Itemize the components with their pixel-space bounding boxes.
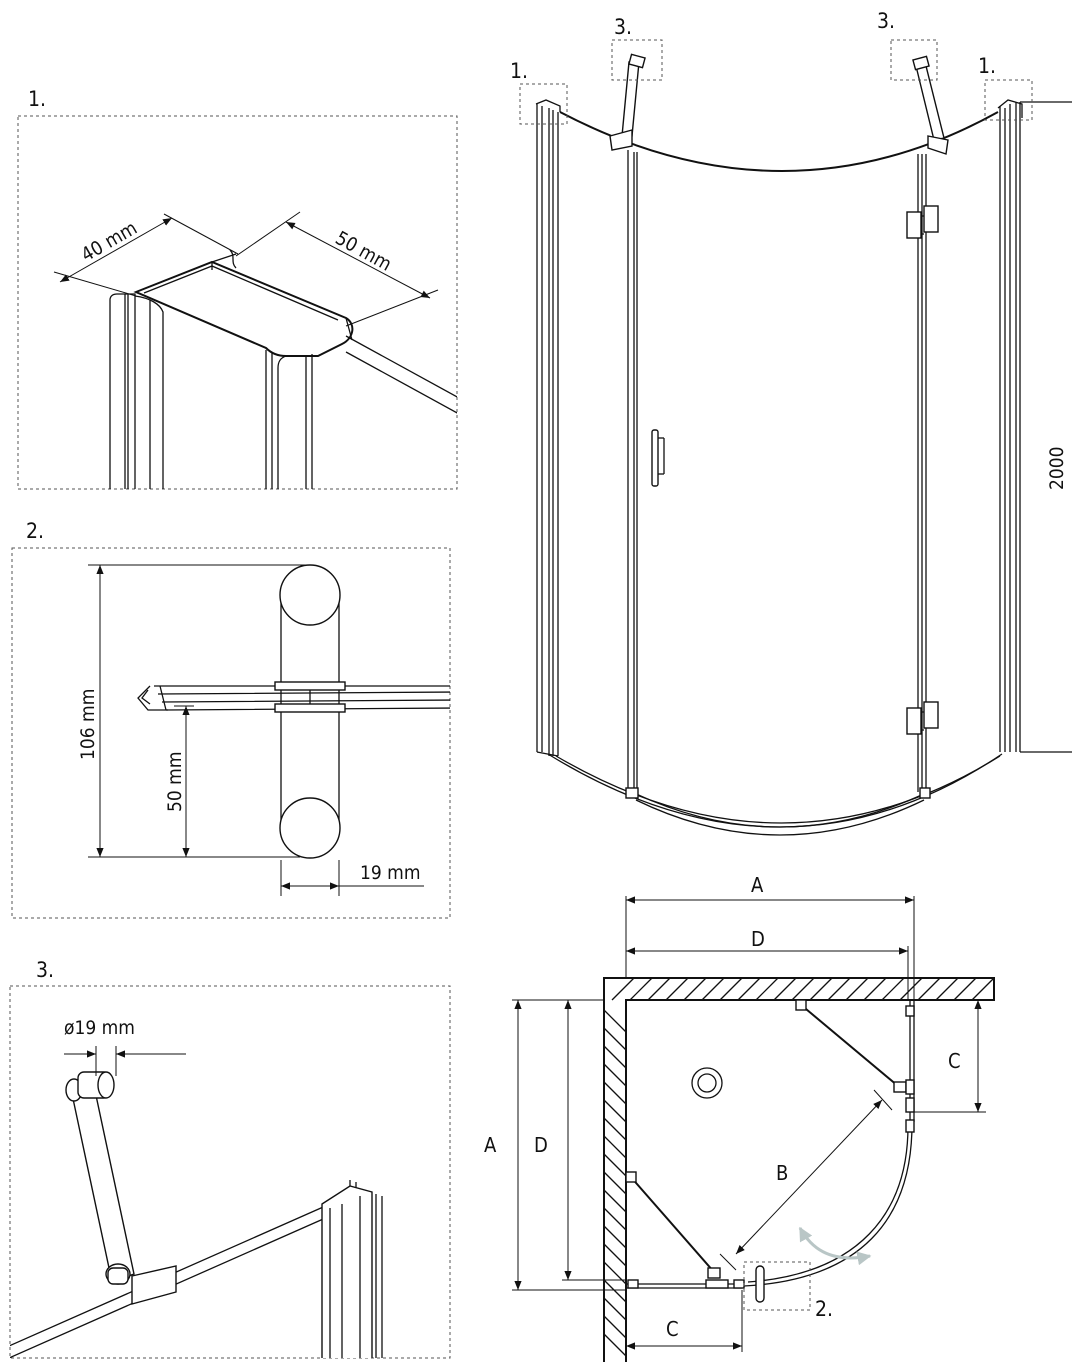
plan-callout-2: 2. bbox=[815, 1297, 833, 1321]
detail-3-frame bbox=[9, 985, 451, 1359]
detail-3-dim-diameter: ø19 mm bbox=[64, 1017, 135, 1039]
plan-label-c-bottom: C bbox=[666, 1317, 679, 1341]
plan-label-d-top: D bbox=[751, 927, 765, 951]
plan-walls bbox=[603, 977, 995, 1362]
detail-2-dim-diameter: 19 mm bbox=[360, 862, 420, 884]
door-handle bbox=[651, 429, 665, 487]
left-wall-profile bbox=[535, 99, 561, 757]
right-support-bar bbox=[912, 55, 949, 155]
detail-1-corner-profile: 1. bbox=[17, 87, 458, 490]
plan-enclosure bbox=[625, 999, 915, 1303]
detail-2-door-handle: 2. 106 bbox=[11, 519, 451, 919]
lower-hinge bbox=[906, 701, 939, 735]
callout-box-2 bbox=[743, 1261, 811, 1311]
detail-2-number: 2. bbox=[26, 519, 44, 543]
plan-label-a-side: A bbox=[484, 1133, 497, 1157]
callout-3-left: 3. bbox=[614, 15, 632, 39]
drain bbox=[691, 1067, 723, 1099]
plan-label-b: B bbox=[776, 1161, 788, 1185]
callout-1-right: 1. bbox=[978, 54, 996, 78]
door-panel bbox=[625, 150, 931, 799]
detail-2-frame bbox=[11, 547, 451, 919]
left-support-bar bbox=[609, 53, 646, 151]
callout-box-3-right bbox=[890, 39, 938, 81]
top-wall-hatching bbox=[611, 977, 995, 1001]
plan-label-a-top: A bbox=[751, 873, 764, 897]
detail-2-dim-total-height: 106 mm bbox=[77, 689, 99, 760]
detail-2-drawing bbox=[88, 564, 450, 896]
upper-hinge bbox=[906, 205, 939, 239]
elevation-height: 2000 bbox=[1046, 447, 1068, 491]
callout-box-1-right bbox=[984, 79, 1033, 121]
plan-view: 2. A D A D C C B bbox=[484, 873, 995, 1362]
detail-1-frame bbox=[17, 115, 458, 490]
callout-1-left: 1. bbox=[510, 59, 528, 83]
front-elevation: 1. 1. 3. 3. 2000 bbox=[510, 9, 1072, 836]
plan-label-c-right: C bbox=[948, 1049, 961, 1073]
plan-label-d-side: D bbox=[534, 1133, 548, 1157]
callout-box-3-left bbox=[611, 39, 663, 81]
right-wall-profile bbox=[997, 99, 1072, 753]
left-wall-hatching bbox=[603, 1009, 627, 1357]
callout-3-right: 3. bbox=[877, 9, 895, 33]
detail-2-dim-lower-height: 50 mm bbox=[164, 752, 186, 812]
detail-1-drawing bbox=[53, 211, 457, 489]
detail-3-number: 3. bbox=[36, 958, 54, 982]
detail-3-drawing bbox=[10, 1046, 383, 1358]
detail-3-support-bar: 3. bbox=[9, 958, 451, 1359]
detail-1-dim-width: 50 mm bbox=[332, 227, 396, 276]
callout-box-1-left bbox=[519, 83, 568, 125]
detail-1-number: 1. bbox=[28, 87, 46, 111]
